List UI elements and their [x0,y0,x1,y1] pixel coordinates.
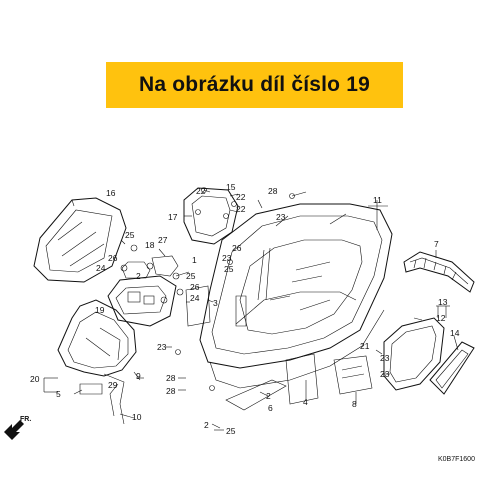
part-label: 19 [95,305,105,315]
part-label: 11 [373,195,382,205]
part-banner: Na obrázku díl číslo 19 [106,62,403,108]
part-label: 4 [303,397,308,407]
part-label: 10 [132,412,142,422]
part-label: 2 [266,391,271,401]
part-11-luggage-box [175,193,393,391]
part-label: 23 [222,253,232,263]
part-label: 2 [204,420,209,430]
part-label: 25 [224,264,234,274]
part-label: 5 [56,389,61,399]
part-label: 8 [352,399,357,409]
part-label: 17 [168,212,178,222]
front-direction-arrow: FR. [4,416,31,440]
part-label: 22 [236,204,246,214]
part-label: 2 [136,271,141,281]
banner-title: Na obrázku díl číslo 19 [138,73,370,96]
part-label: 29 [108,380,118,390]
part-7-rail [403,251,475,293]
part-label: 12 [436,313,446,323]
part-19-bracket [107,244,184,327]
part-number-labels: 16 25 18 27 26 24 1 25 26 24 19 3 15 22 … [30,182,460,436]
part-label: 28 [166,386,176,396]
part-label: 3 [213,298,218,308]
part-16-lid [33,197,127,283]
part-label: 21 [360,341,370,351]
part-label: 25 [125,230,135,240]
part-label: 23 [380,369,390,379]
part-label: 6 [268,403,273,413]
part-label: 7 [434,239,439,249]
part-label: 23 [380,353,390,363]
part-label: 23 [276,212,286,222]
part-label: 26 [190,282,200,292]
part-label: 25 [226,426,236,436]
part-label: 13 [438,297,448,307]
part-label: 15 [226,182,236,192]
part-label: 26 [232,243,242,253]
part-label: 14 [450,328,460,338]
part-label: 1 [192,255,197,265]
part-label: 26 [108,253,118,263]
part-label: 25 [186,271,196,281]
part-3-plate [185,285,211,327]
leader-lines [43,189,459,431]
part-label: 16 [106,188,116,198]
front-direction-label: FR. [20,416,31,423]
part-label: 22 [196,186,206,196]
part-label: 22 [236,192,246,202]
drawing-code: K0B7F1600 [438,456,475,463]
part-20-lower-cover [57,299,137,425]
part-4-plate [285,353,319,405]
part-label: 28 [268,186,278,196]
part-label: 24 [96,263,106,273]
part-label: 18 [145,240,155,250]
part-17-cover [183,187,239,245]
part-label: 27 [158,235,168,245]
part-label: 23 [157,342,167,352]
part-10-arm [109,371,141,417]
part-6-strip [225,379,287,411]
part-8-plate [333,355,373,395]
part-label: 9 [136,371,141,381]
part-label: 24 [190,293,200,303]
part-label: 20 [30,374,40,384]
part-12-side-cover [383,317,475,395]
part-label: 28 [166,373,176,383]
